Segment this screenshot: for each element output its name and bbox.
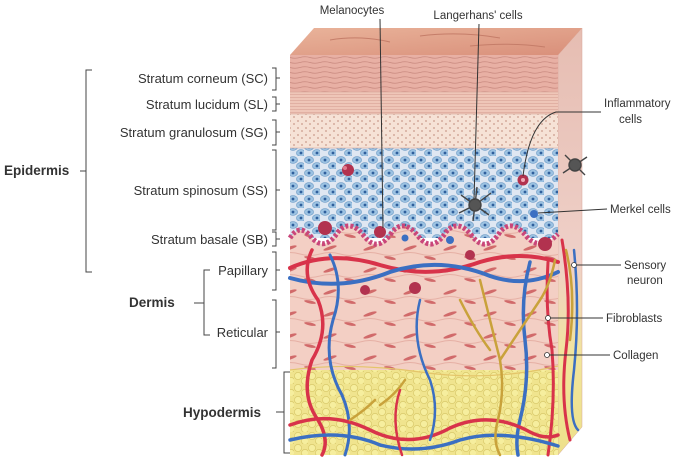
langerhans-cells [458,154,588,222]
front-face [287,55,560,455]
label-fibroblasts: Fibroblasts [606,313,662,325]
label-papillary: Papillary [218,263,268,278]
stratum-lucidum-layer [290,92,558,114]
label-stratum-spinosum: Stratum spinosum (SS) [134,183,268,198]
label-stratum-corneum: Stratum corneum (SC) [138,71,268,86]
label-collagen: Collagen [613,350,658,362]
dermis-bracket [194,269,210,336]
hypodermis-bracket [276,371,290,454]
label-sensory-line1: Sensory [624,260,666,272]
stratum-basale-layer [287,223,560,247]
melanocyte-cells [318,164,552,295]
stratum-granulosum-layer [290,114,558,148]
blood-vessels [288,238,580,457]
dermis-layer [290,225,558,370]
layer-brackets [272,67,280,369]
label-stratum-basale: Stratum basale (SB) [151,232,268,247]
label-melanocytes: Melanocytes [320,5,385,17]
leader-langerhans [473,23,480,201]
leader-melanocytes [379,18,384,229]
leader-merkel [537,208,608,214]
sensory-nerves [348,248,574,457]
inflammatory-cells [517,174,529,186]
label-inflammatory-line1: Inflammatory [604,98,671,110]
hypodermis-layer [290,370,558,455]
label-dermis: Dermis [129,295,175,310]
stratum-corneum-layer [290,55,558,92]
label-epidermis: Epidermis [4,163,69,178]
leader-inflammatory [522,111,601,177]
label-inflammatory-line2: cells [619,114,642,126]
stratum-spinosum-layer [290,148,558,238]
label-stratum-lucidum: Stratum lucidum (SL) [146,97,268,112]
label-langerhans-cells: Langerhans' cells [433,10,522,22]
label-stratum-granulosum: Stratum granulosum (SG) [120,125,268,140]
block-top-face [290,28,582,55]
merkel-cells [401,210,538,244]
label-hypodermis: Hypodermis [183,405,261,420]
epidermis-bracket [80,69,92,273]
label-sensory-line2: neuron [627,275,663,287]
label-merkel-cells: Merkel cells [610,204,671,216]
label-reticular: Reticular [217,325,269,340]
skin-surface-wrinkles [329,33,546,48]
